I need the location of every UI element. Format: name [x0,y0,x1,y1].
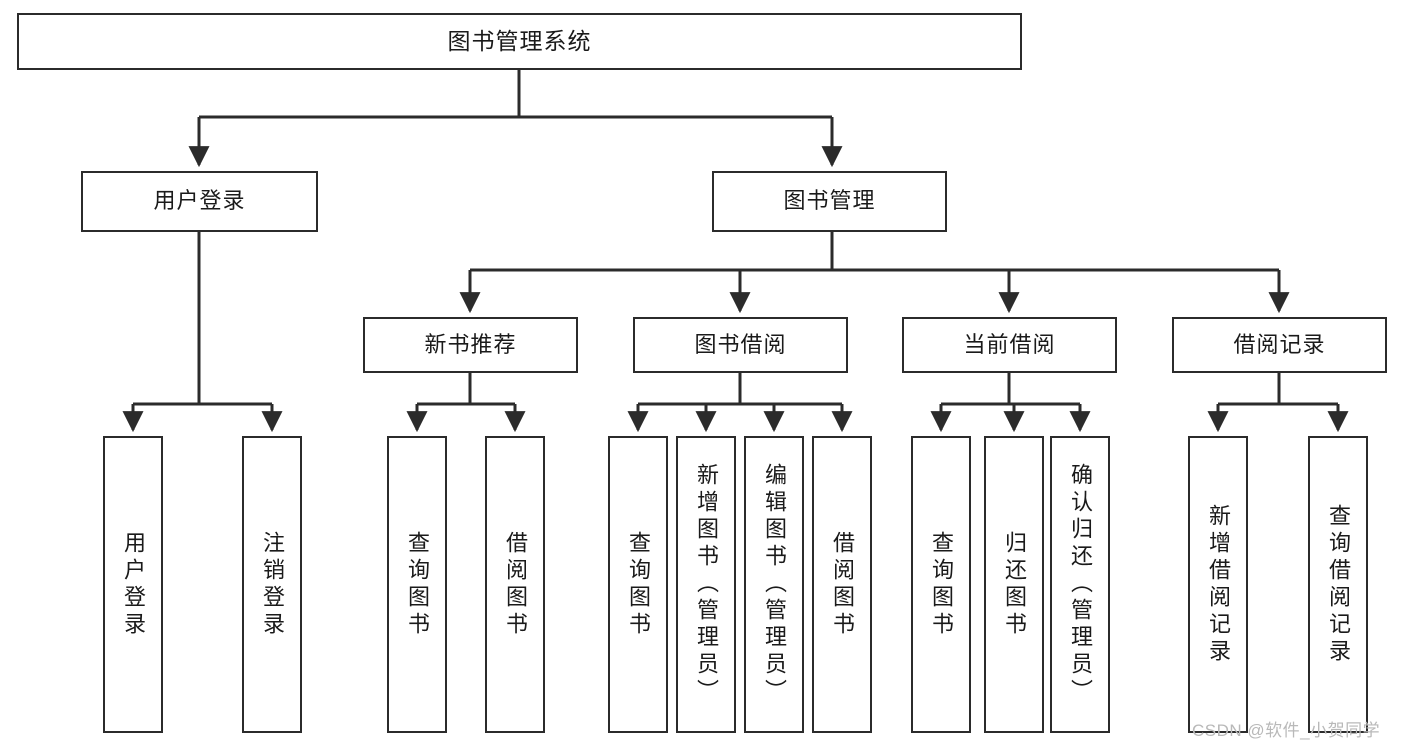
leaf-query-book-new-label: 查询图书 [405,530,430,639]
leaf-borrow-book[interactable]: 借阅图书 [812,436,872,733]
leaf-borrow-book-new[interactable]: 借阅图书 [485,436,545,733]
leaf-add-book-admin[interactable]: 新增图书（管理员） [676,436,736,733]
leaf-add-borrow-record-label: 新增借阅记录 [1206,503,1231,666]
node-user-login[interactable]: 用户登录 [81,171,318,232]
node-book-management-label: 图书管理 [783,188,876,214]
leaf-edit-book-admin[interactable]: 编辑图书（管理员） [744,436,804,733]
leaf-logout-label: 注销登录 [260,530,285,639]
node-root-label: 图书管理系统 [447,27,592,54]
leaf-confirm-return-admin-label: 确认归还（管理员） [1068,463,1093,706]
node-user-login-label: 用户登录 [153,188,246,214]
watermark: CSDN @软件_小贺同学 [1192,721,1381,740]
leaf-query-book-current[interactable]: 查询图书 [911,436,971,733]
node-new-book-recommend[interactable]: 新书推荐 [363,317,578,373]
node-current-borrow-label: 当前借阅 [963,331,1056,357]
leaf-query-borrow-record-label: 查询借阅记录 [1326,503,1351,666]
leaf-query-borrow-record[interactable]: 查询借阅记录 [1308,436,1368,733]
node-borrow-records-label: 借阅记录 [1233,331,1326,357]
leaf-edit-book-admin-label: 编辑图书（管理员） [762,463,787,706]
leaf-confirm-return-admin[interactable]: 确认归还（管理员） [1050,436,1110,733]
leaf-borrow-book-label: 借阅图书 [830,530,855,639]
leaf-borrow-book-new-label: 借阅图书 [503,530,528,639]
node-book-borrow[interactable]: 图书借阅 [633,317,848,373]
node-book-borrow-label: 图书借阅 [694,331,787,357]
leaf-user-login[interactable]: 用户登录 [103,436,163,733]
leaf-query-book-current-label: 查询图书 [929,530,954,639]
node-current-borrow[interactable]: 当前借阅 [902,317,1117,373]
leaf-add-borrow-record[interactable]: 新增借阅记录 [1188,436,1248,733]
leaf-logout[interactable]: 注销登录 [242,436,302,733]
leaf-return-book-label: 归还图书 [1002,530,1027,639]
leaf-query-book-new[interactable]: 查询图书 [387,436,447,733]
node-new-book-recommend-label: 新书推荐 [424,331,517,357]
leaf-query-book-borrow[interactable]: 查询图书 [608,436,668,733]
leaf-add-book-admin-label: 新增图书（管理员） [694,463,719,706]
node-book-management[interactable]: 图书管理 [712,171,947,232]
leaf-return-book[interactable]: 归还图书 [984,436,1044,733]
leaf-user-login-label: 用户登录 [121,530,146,639]
node-borrow-records[interactable]: 借阅记录 [1172,317,1387,373]
node-root[interactable]: 图书管理系统 [17,13,1022,70]
leaf-query-book-borrow-label: 查询图书 [626,530,651,639]
